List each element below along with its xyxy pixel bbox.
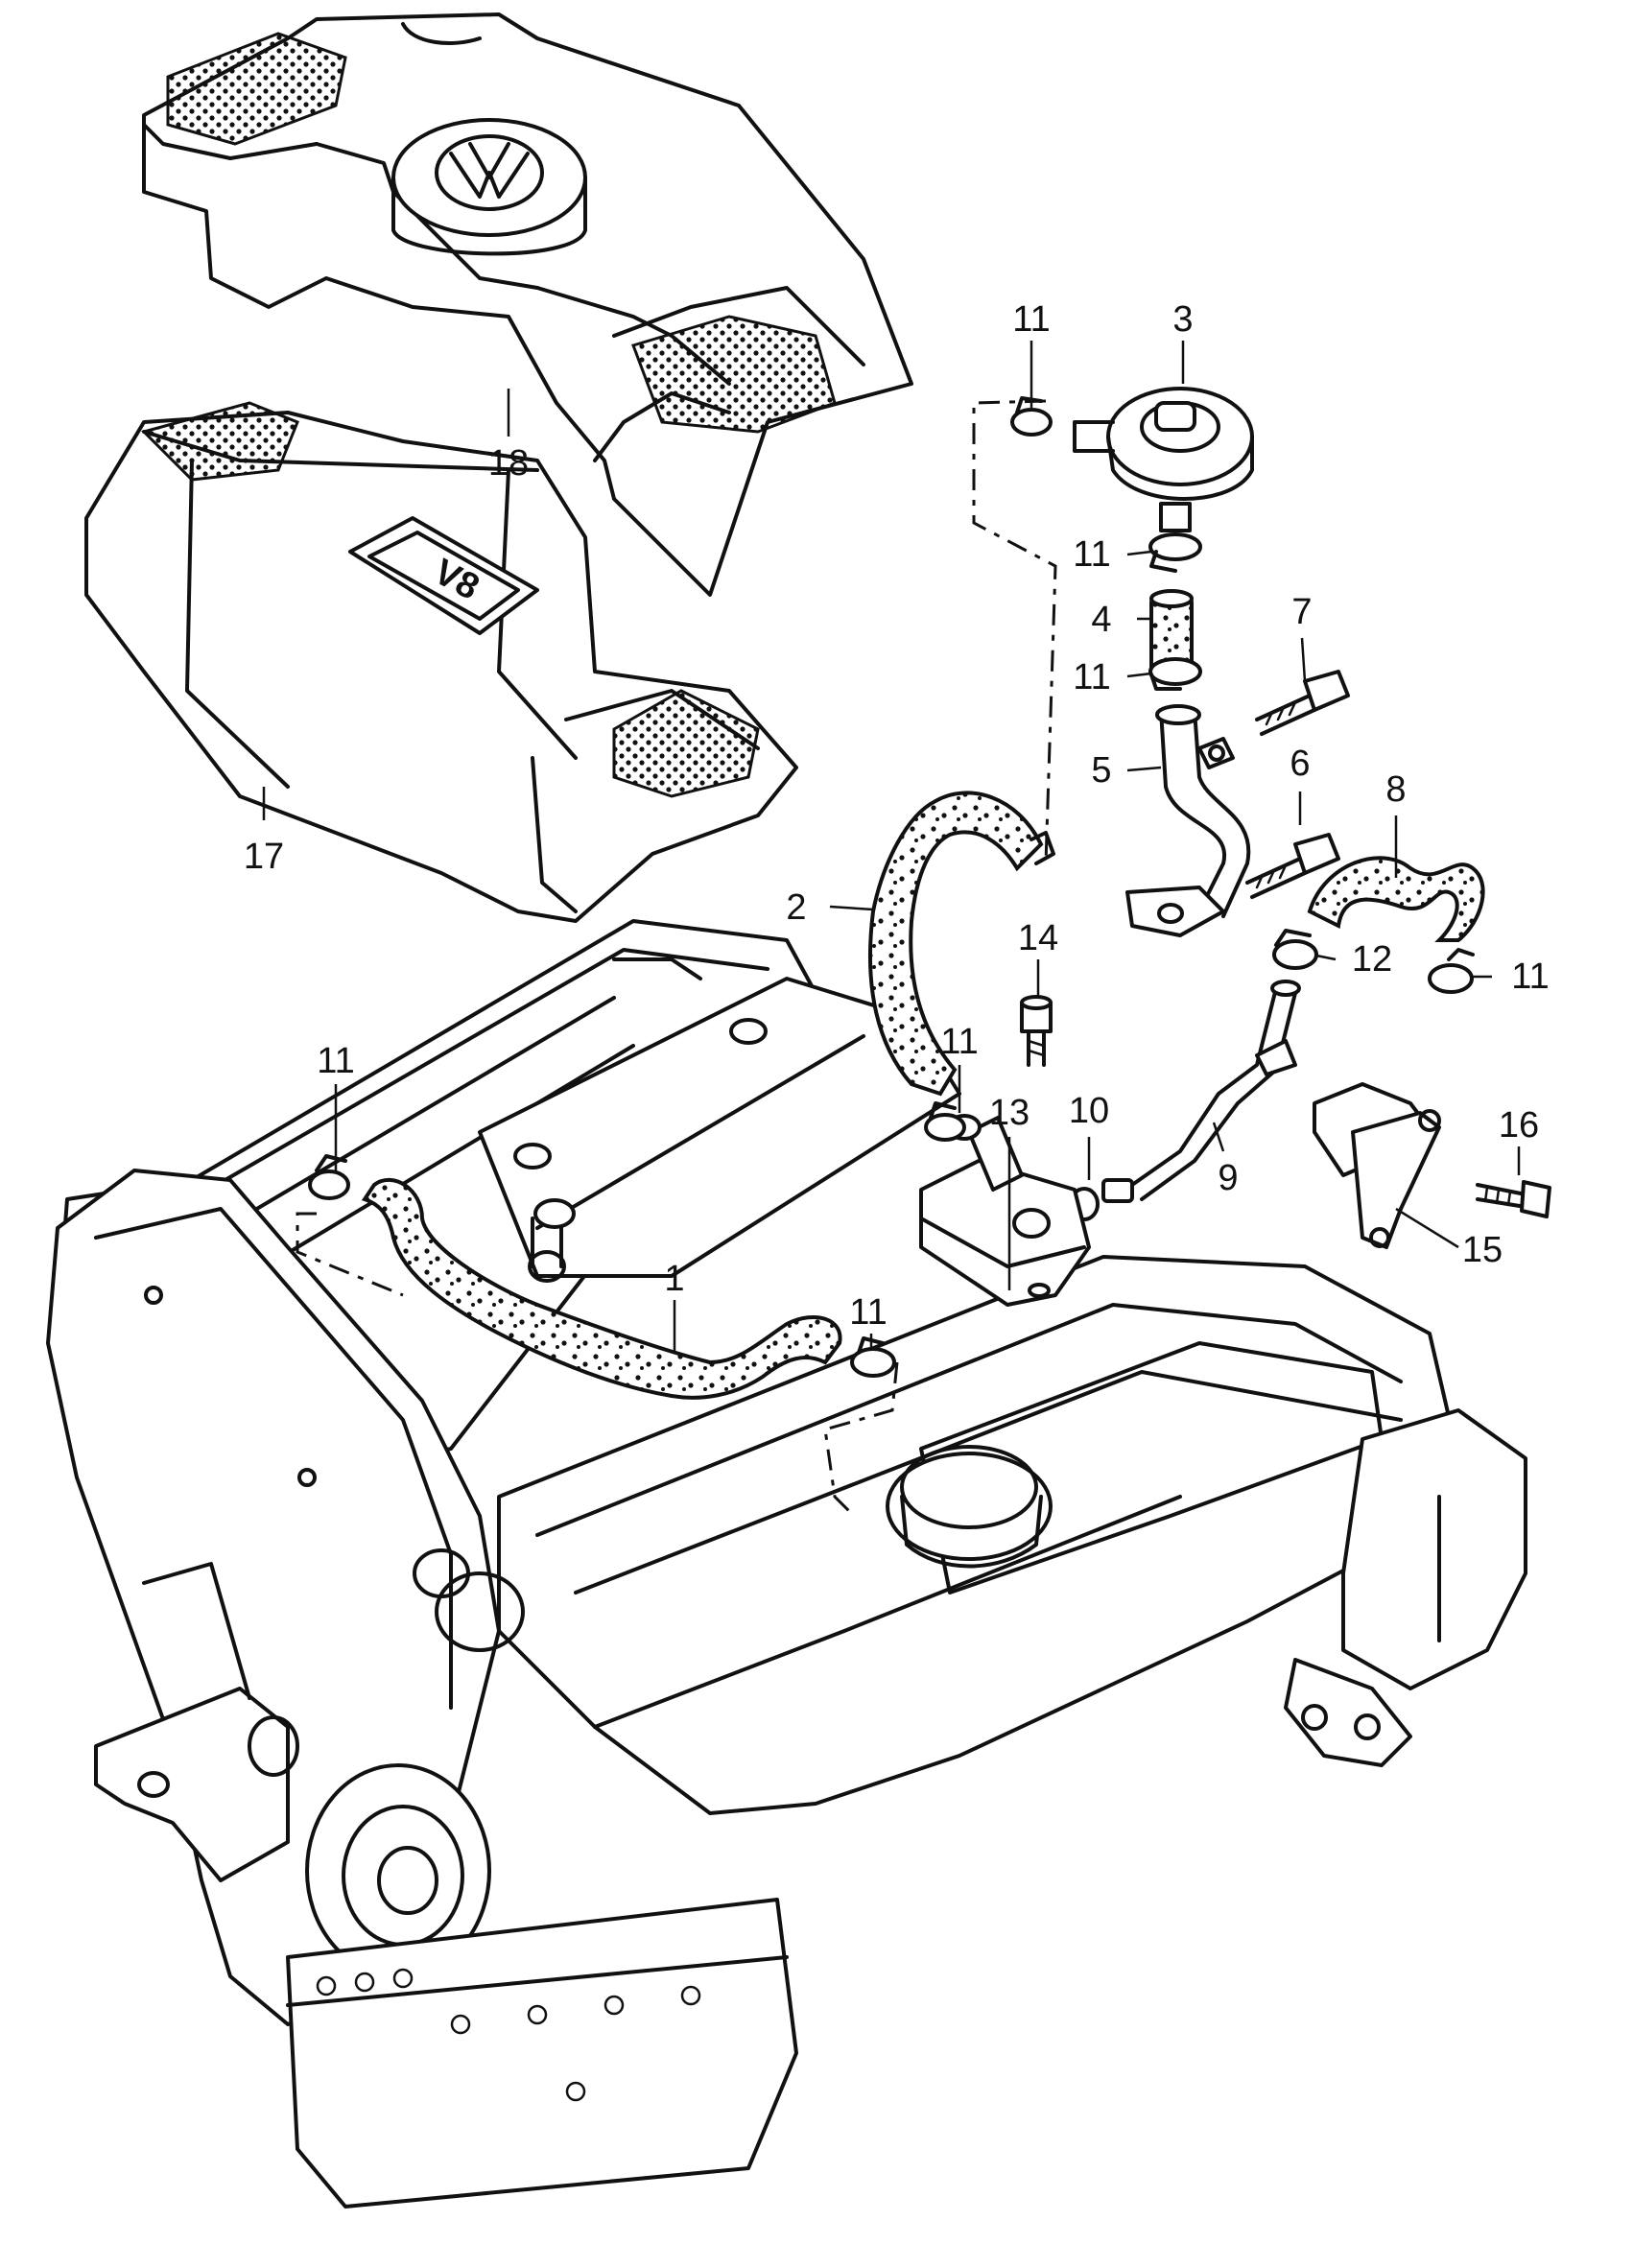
part-14-bolt xyxy=(1020,995,1053,1067)
part-11-clamp-right xyxy=(1428,948,1475,994)
callout-12: 12 xyxy=(1352,939,1392,980)
part-6-bolt xyxy=(1245,833,1340,899)
callout-5: 5 xyxy=(1091,750,1111,791)
v8-badge: V8 xyxy=(348,516,539,635)
leader-lines xyxy=(262,341,1521,1353)
callout-7: 7 xyxy=(1291,592,1312,632)
callout-11-mid: 11 xyxy=(1073,657,1110,697)
callout-14: 14 xyxy=(1018,918,1058,958)
oil-filler-cap xyxy=(886,1445,1053,1569)
callout-4: 4 xyxy=(1091,600,1111,640)
callout-10: 10 xyxy=(1069,1091,1109,1131)
part-3-pcv-valve xyxy=(1073,387,1254,532)
callout-16: 16 xyxy=(1499,1105,1539,1146)
callout-15: 15 xyxy=(1462,1230,1503,1270)
callout-2: 2 xyxy=(786,887,806,928)
part-13-housing xyxy=(919,1114,1091,1307)
part-8-curved-hose xyxy=(1307,856,1485,942)
callout-17: 17 xyxy=(244,837,284,877)
part-1-engine-hose xyxy=(361,1178,842,1400)
part-15-bracket xyxy=(1313,1082,1441,1249)
callout-13: 13 xyxy=(989,1093,1030,1133)
callout-11-upper: 11 xyxy=(1073,534,1110,575)
part-5-pipe-flange xyxy=(1125,704,1251,937)
part-11-clamp-lower xyxy=(850,1336,896,1378)
callout-8: 8 xyxy=(1385,769,1406,810)
callout-11-left: 11 xyxy=(317,1041,354,1081)
callout-18: 18 xyxy=(488,443,529,484)
callout-11-lower: 11 xyxy=(849,1292,887,1333)
engine-cover-upper xyxy=(142,12,913,597)
part-11-clamp-upper xyxy=(1148,532,1202,573)
part-9-rigid-pipe xyxy=(1101,980,1301,1203)
callout-1: 1 xyxy=(664,1259,684,1299)
part-11-clamp-center xyxy=(924,1101,966,1142)
part-11-clamp-left xyxy=(308,1154,350,1200)
callout-6: 6 xyxy=(1290,744,1310,784)
callout-9: 9 xyxy=(1218,1158,1238,1198)
connection-lines xyxy=(296,399,1057,1518)
vw-emblem-icon xyxy=(391,118,587,256)
callout-3: 3 xyxy=(1172,299,1193,340)
callout-11-center: 11 xyxy=(940,1022,978,1062)
part-2-long-hose xyxy=(867,791,1044,1097)
part-16-bolt xyxy=(1476,1180,1551,1218)
part-12-clamp xyxy=(1272,929,1318,970)
part-7-bolt xyxy=(1255,670,1350,736)
callout-11-right: 11 xyxy=(1511,957,1549,997)
engine-block xyxy=(46,919,1527,2209)
part-11-clamp-mid xyxy=(1148,657,1202,691)
callout-11-top: 11 xyxy=(1012,299,1050,340)
callout-labels: 1 2 3 4 5 6 7 8 9 10 11 11 11 11 11 11 1… xyxy=(244,299,1550,1333)
